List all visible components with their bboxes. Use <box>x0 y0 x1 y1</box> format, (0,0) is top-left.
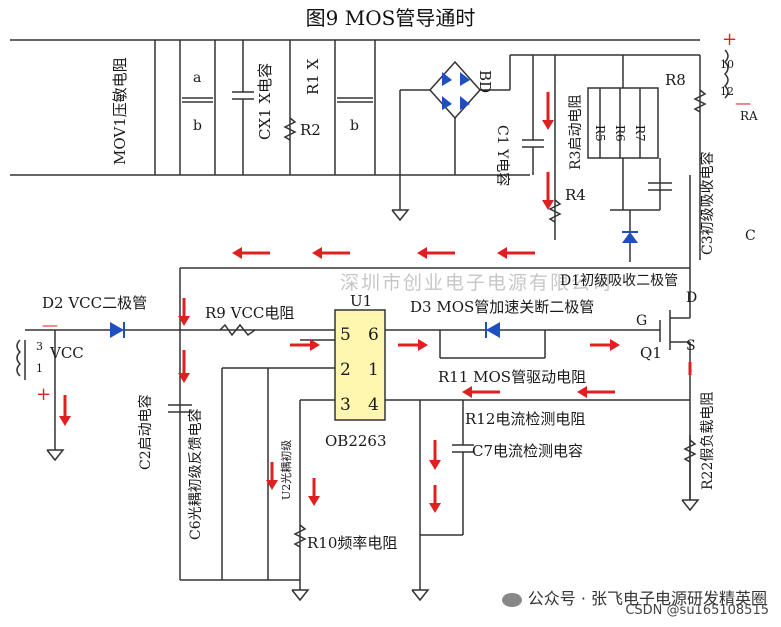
current-arrows <box>59 92 692 513</box>
label-r6: R6 <box>613 125 627 142</box>
label-b1: b <box>193 118 202 134</box>
label-r3: R3启动电阻 <box>568 95 584 170</box>
label-d1: D1初级吸收二极管 <box>560 272 678 289</box>
chip-pin-6: 6 <box>368 325 379 345</box>
label-c7: C7电流检测电容 <box>472 442 583 460</box>
label-r7: R7 <box>633 125 647 142</box>
label-bd: BD <box>476 70 494 93</box>
label-vcc-pin3: 3 <box>36 340 43 353</box>
chip-pin-4: 4 <box>368 395 379 415</box>
label-g: G <box>636 313 647 329</box>
label-r11: R11 MOS管驱动电阻 <box>438 368 586 386</box>
component-labels: MOV1压敏电阻 a b CX1 X电容 R1 X R2 b BD C1 Y电容… <box>36 29 758 552</box>
label-c6: C6光耦初级反馈电容 <box>187 408 204 540</box>
label-r4: R4 <box>565 186 586 204</box>
label-d3: D3 MOS管加速关断二极管 <box>410 298 594 316</box>
label-ra: RA <box>740 109 758 123</box>
diodes <box>110 72 638 338</box>
label-cx1: CX1 X电容 <box>256 63 274 140</box>
label-c2: C2启动电容 <box>137 394 154 470</box>
chip-pin-2: 2 <box>340 360 351 380</box>
label-ob2263: OB2263 <box>325 432 387 450</box>
label-c3: C3初级吸收电容 <box>699 151 716 255</box>
label-vcc: VCC <box>49 344 84 362</box>
sign-plus-vcc: + <box>36 384 51 405</box>
chip-u1 <box>334 309 386 421</box>
label-opto: U2光耦初级 <box>279 440 293 500</box>
wechat-watermark-text: 公众号 · 张飞电子电源研发精英圈 <box>527 589 767 608</box>
wechat-watermark: 公众号 · 张飞电子电源研发精英圈 <box>501 585 767 609</box>
label-r2: R2 <box>300 121 321 139</box>
label-u1: U1 <box>350 292 372 310</box>
label-vcc-pin1: 1 <box>36 362 43 375</box>
label-c1: C1 Y电容 <box>494 125 511 186</box>
wechat-icon <box>501 592 522 607</box>
label-r22: R22假负载电阻 <box>700 392 716 490</box>
capacitor-c3 <box>648 182 672 191</box>
label-r10: R10频率电阻 <box>307 534 397 552</box>
label-r5: R5 <box>593 125 607 142</box>
sign-minus-top: — <box>735 93 751 112</box>
resistors <box>219 89 707 548</box>
label-c-right: C <box>745 228 756 244</box>
diagram-title: 图9 MOS管导通时 <box>305 6 476 30</box>
label-d: D <box>686 290 697 306</box>
label-r8: R8 <box>665 71 686 89</box>
label-pin12: 12 <box>720 85 734 98</box>
label-s: S <box>686 338 696 354</box>
sign-minus-vcc: — <box>42 315 58 334</box>
label-mov1: MOV1压敏电阻 <box>111 57 129 165</box>
sign-plus-top: + <box>722 29 737 50</box>
label-q1: Q1 <box>640 344 662 362</box>
ground-symbols <box>46 209 700 602</box>
label-a: a <box>193 70 201 86</box>
label-r12: R12电流检测电阻 <box>465 410 585 428</box>
label-b2: b <box>350 118 359 134</box>
transformer-coils <box>16 49 729 377</box>
label-r9: R9 VCC电阻 <box>205 304 294 322</box>
chip-pin-1: 1 <box>368 360 379 380</box>
label-r1: R1 X <box>304 58 322 95</box>
chip-pin-3: 3 <box>340 395 351 415</box>
label-pin10: 10 <box>720 58 734 71</box>
csdn-watermark: CSDN @su165108515 <box>625 603 769 618</box>
chip-pin-5: 5 <box>340 325 351 345</box>
label-d2: D2 VCC二极管 <box>42 294 147 312</box>
company-watermark: 深圳市创业电子电源有限公司 <box>340 272 614 294</box>
